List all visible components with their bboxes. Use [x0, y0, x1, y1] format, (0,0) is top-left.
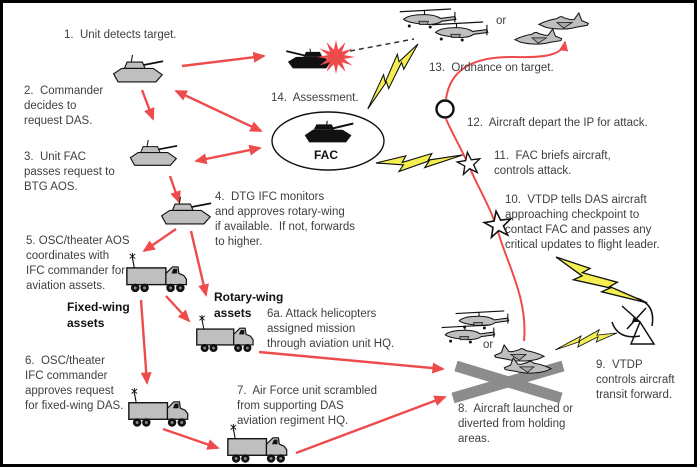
fac-label: FAC	[314, 148, 338, 162]
step-12-label: 12. Aircraft depart the IP for attack.	[467, 117, 648, 129]
helicopter-icon	[399, 8, 457, 30]
target-dashed-line	[349, 38, 415, 52]
step-5-label: 5. OSC/theater AOS coordinates with IFC …	[26, 235, 130, 292]
step-13-label: 13. Ordnance on target.	[429, 62, 554, 74]
radio-truck-icon	[227, 423, 288, 464]
arrow	[162, 427, 220, 450]
transit-route-line	[445, 118, 526, 342]
tank-icon	[160, 195, 213, 225]
arrow	[140, 89, 155, 121]
arrow	[174, 89, 263, 133]
step-1-label: 1. Unit detects target.	[64, 29, 177, 41]
arrow	[189, 230, 209, 297]
jet-icon	[494, 344, 545, 362]
or-label-top: or	[496, 15, 507, 27]
checkpoint-star-icon	[455, 149, 483, 176]
arrow	[142, 228, 177, 253]
step-11-label: 11. FAC briefs aircraft, controls attack…	[494, 150, 611, 177]
step-9-label: 9. VTDP controls aircraft transit forwar…	[596, 359, 675, 401]
arrow	[258, 350, 445, 374]
tank-icon	[112, 54, 165, 83]
step-7-label: 7. Air Force unit scrambled from support…	[237, 385, 377, 427]
arrow	[295, 395, 447, 455]
flight-route	[445, 40, 569, 342]
helicopter-icon	[431, 21, 489, 43]
lightning-bolt-icon	[375, 148, 465, 175]
fixed-wing-assets-label: Fixed-wing assets	[67, 300, 130, 330]
arrow	[139, 299, 152, 385]
radio-truck-icon	[128, 387, 189, 428]
step-10-label: 10. VTDP tells DAS aircraft approaching …	[505, 194, 660, 251]
arrow	[194, 144, 262, 165]
attack-route-line	[445, 40, 569, 100]
step-4-label: 4. DTG IFC monitors and approves rotary-…	[215, 191, 355, 248]
explosion-icon	[316, 40, 356, 74]
rotary-wing-assets-label: Rotary-wing assets	[214, 290, 284, 320]
arrow	[165, 295, 191, 323]
jet-icon	[514, 28, 563, 45]
jet-icon	[538, 12, 589, 30]
step-2-label: 2. Commander decides to request DAS.	[24, 85, 104, 127]
or-label-bottom: or	[483, 339, 494, 351]
arrow	[181, 51, 266, 68]
tank-icon	[129, 139, 178, 167]
step-8-label: 8. Aircraft launched or diverted from ho…	[458, 403, 574, 445]
step-6a-label: 6a. Attack helicopters assigned mission …	[267, 308, 395, 350]
step-3-label: 3. Unit FAC passes request to BTG AOS.	[24, 151, 115, 193]
lightning-bolt-icon	[360, 37, 422, 113]
lightning-bolt-icon	[552, 324, 619, 355]
lightning-bolt-icon	[549, 252, 651, 313]
flow-arrows	[139, 51, 447, 455]
arrow	[168, 175, 181, 204]
step-6-label: 6. OSC/theater IFC commander approves re…	[25, 355, 124, 412]
radar-antenna-icon	[611, 297, 656, 345]
radio-truck-icon	[126, 252, 188, 293]
ip-circle-icon	[435, 99, 455, 119]
step-14-label: 14. Assessment.	[271, 92, 359, 104]
